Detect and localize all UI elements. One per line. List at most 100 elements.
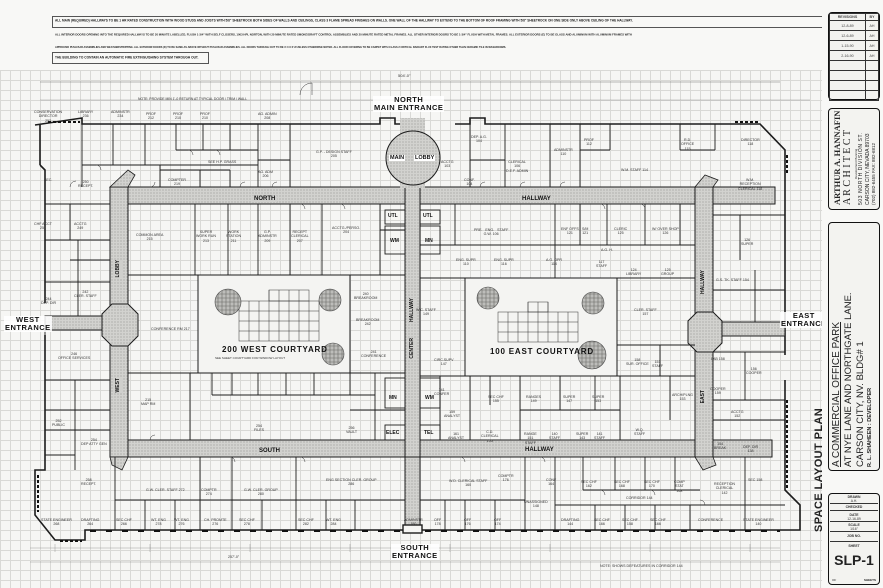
- revision-row: [829, 60, 879, 71]
- room-label: RECEPTION CLERICAL 142: [714, 482, 735, 495]
- room-label: CONF. 104: [464, 178, 475, 187]
- revision-date: 12-6-89: [829, 30, 866, 41]
- construction-note-4: THE BUILDING TO CONTAIN AN AUTOMATIC FIR…: [55, 56, 199, 60]
- project-developer: R. L. SHAHEEN : DEVELOPER: [867, 387, 873, 467]
- room-label: OFF 178: [434, 518, 442, 527]
- north-main-entrance-label: NORTH MAIN ENTRANCE: [373, 95, 445, 112]
- room-label: 215 MAP RM: [141, 398, 156, 407]
- date-label: DATE: [849, 513, 859, 517]
- revision-date: 1-15-90: [829, 40, 866, 51]
- room-label: SEC.: [44, 178, 53, 182]
- room-label: PROF 112: [584, 138, 594, 147]
- revision-by: AH: [865, 40, 879, 51]
- room-label: A.G. OPR 114: [546, 258, 562, 267]
- date-value: 12-16-89: [830, 517, 878, 522]
- room-label: CONSERVATION DIRECTOR 252: [34, 110, 63, 123]
- revision-by: [865, 70, 879, 81]
- notes-area: [0, 0, 822, 70]
- room-label: ENF OFFS 121: [561, 227, 579, 236]
- room-label: ENG. SUPR 116: [494, 258, 514, 267]
- room-label: DEP. A.G. 104: [471, 135, 487, 144]
- room-label: SUPER 143: [576, 432, 589, 441]
- room-label: SEC CHF 170: [644, 480, 660, 489]
- room-label: 117 STAFF: [596, 260, 608, 269]
- room-label: W.M. RECEPTION CLERICAL 118: [738, 178, 763, 191]
- room-label: PRE. ENG. STAFF G.W. 106: [474, 228, 509, 237]
- room-label: 156 COOPER: [746, 367, 762, 376]
- room-label: CLERIC 125: [614, 227, 628, 236]
- north-hallway-label-2: HALLWAY: [520, 196, 553, 202]
- room-label: 246 OFFICE SERVICES: [58, 352, 91, 361]
- room-label: COMPTR 274: [201, 488, 217, 497]
- scale-value: 1/16": [830, 527, 878, 532]
- plan-overall-dimension: 504'-0": [398, 73, 411, 78]
- project-location: AT NYE LANE AND NORTHGATE LANE.: [843, 292, 854, 467]
- room-label: WT. ENG 284: [326, 518, 341, 527]
- south-entrance-label: SOUTH ENTRANCE: [391, 543, 439, 560]
- room-label: WT. ENG 278: [151, 518, 166, 527]
- revision-date: [829, 60, 866, 71]
- room-label: CIRC.SUPV 147: [434, 358, 454, 367]
- room-label: UNASSIGNED 148: [524, 500, 548, 509]
- room-label: A.G. H.: [601, 248, 613, 252]
- room-label: ADMINSTR 110: [554, 148, 573, 157]
- room-label: RECEPT CLERICAL 207: [291, 230, 309, 243]
- revision-by: AH: [865, 30, 879, 41]
- room-label: G.W. CLER. GROUP 280: [244, 488, 278, 497]
- room-label: LIBRARY 236: [78, 110, 94, 119]
- room-label: LAB 158: [711, 357, 725, 361]
- architect-name: ARTHUR A. HANNAFIN: [832, 110, 842, 205]
- room-label: COMP STAT 168: [674, 480, 685, 493]
- center-hallway-label: CENTER: [407, 338, 417, 359]
- project-city: CARSON CITY, NV. BLDG# 1: [855, 341, 866, 467]
- west-courtyard-note: SEE SHEET COURTYARD FOR WINDOW LAYOUT: [215, 356, 286, 360]
- room-label: 244 DEP. DIR: [41, 297, 57, 306]
- room-label: CONF 164: [546, 478, 557, 487]
- room-label: 141 CONFER: [434, 388, 450, 397]
- utility-room-east: UTL: [423, 213, 433, 219]
- room-label: COOPER 159: [710, 387, 726, 396]
- revision-by: AH: [865, 50, 879, 61]
- revision-row: [829, 80, 879, 91]
- room-label: CONFERENCE RM 217: [151, 327, 190, 331]
- room-label: 125 GROUP: [661, 268, 675, 277]
- room-label: CLERICAL 106 D.E.F. ADMIN: [506, 160, 529, 173]
- room-label: SEC CHF 162: [581, 480, 597, 489]
- floor-plan-drawing: [30, 81, 810, 563]
- room-label: 254 FILES: [254, 424, 264, 433]
- room-label: SEC CHF 168: [614, 480, 630, 489]
- room-label: 124 LIBRARY: [626, 268, 642, 277]
- drawing-title: SPACE LAYOUT PLAN: [813, 407, 825, 532]
- of-label: OF: [832, 578, 837, 582]
- sheet-info-box: DRAWN A.H. CHECKED DATE 12-16-89 SCALE 1…: [828, 493, 880, 585]
- room-label: G.P. - DESIGN STAFF 205: [316, 150, 352, 159]
- room-label: BREAKROOM 242: [356, 318, 380, 327]
- room-label: WORK STATION 211: [226, 230, 242, 243]
- room-label: W.Q. STAFF: [634, 428, 646, 437]
- room-label: SUPER 147: [563, 395, 576, 404]
- room-label: SEE H.P. GRASS: [208, 160, 237, 164]
- revision-row: [829, 70, 879, 81]
- room-label: SEC CHF 155: [488, 395, 504, 404]
- revision-date: 12-8-89: [829, 20, 866, 31]
- south-hallway-label-2: HALLWAY: [523, 447, 556, 453]
- electrical-room: ELEC: [386, 430, 400, 436]
- east-hallway-label-2: HALLWAY: [698, 270, 708, 294]
- room-label: W.M. STAFF 114: [621, 168, 649, 172]
- revision-date: [829, 70, 866, 81]
- drawn-label: DRAWN: [847, 495, 861, 499]
- construction-note-1: ALL MAIN (REQUIRED) HALLWAYS TO BE 1 HR …: [55, 19, 633, 23]
- room-label: COMPTR 176: [498, 474, 514, 483]
- room-label: SUPER WORK RUN 213: [196, 230, 216, 243]
- project-name: A COMMERCIAL OFFICE PARK: [831, 321, 842, 467]
- room-label: 154 BREAK: [714, 442, 727, 451]
- revision-by: [865, 60, 879, 71]
- sheets-label: SHEETS: [863, 578, 876, 582]
- drawn-value: A.H.: [830, 499, 878, 504]
- room-label: SEC CHF 166: [650, 518, 666, 527]
- revision-row: [829, 90, 879, 101]
- room-label: CLER. STAFF 157: [634, 308, 657, 317]
